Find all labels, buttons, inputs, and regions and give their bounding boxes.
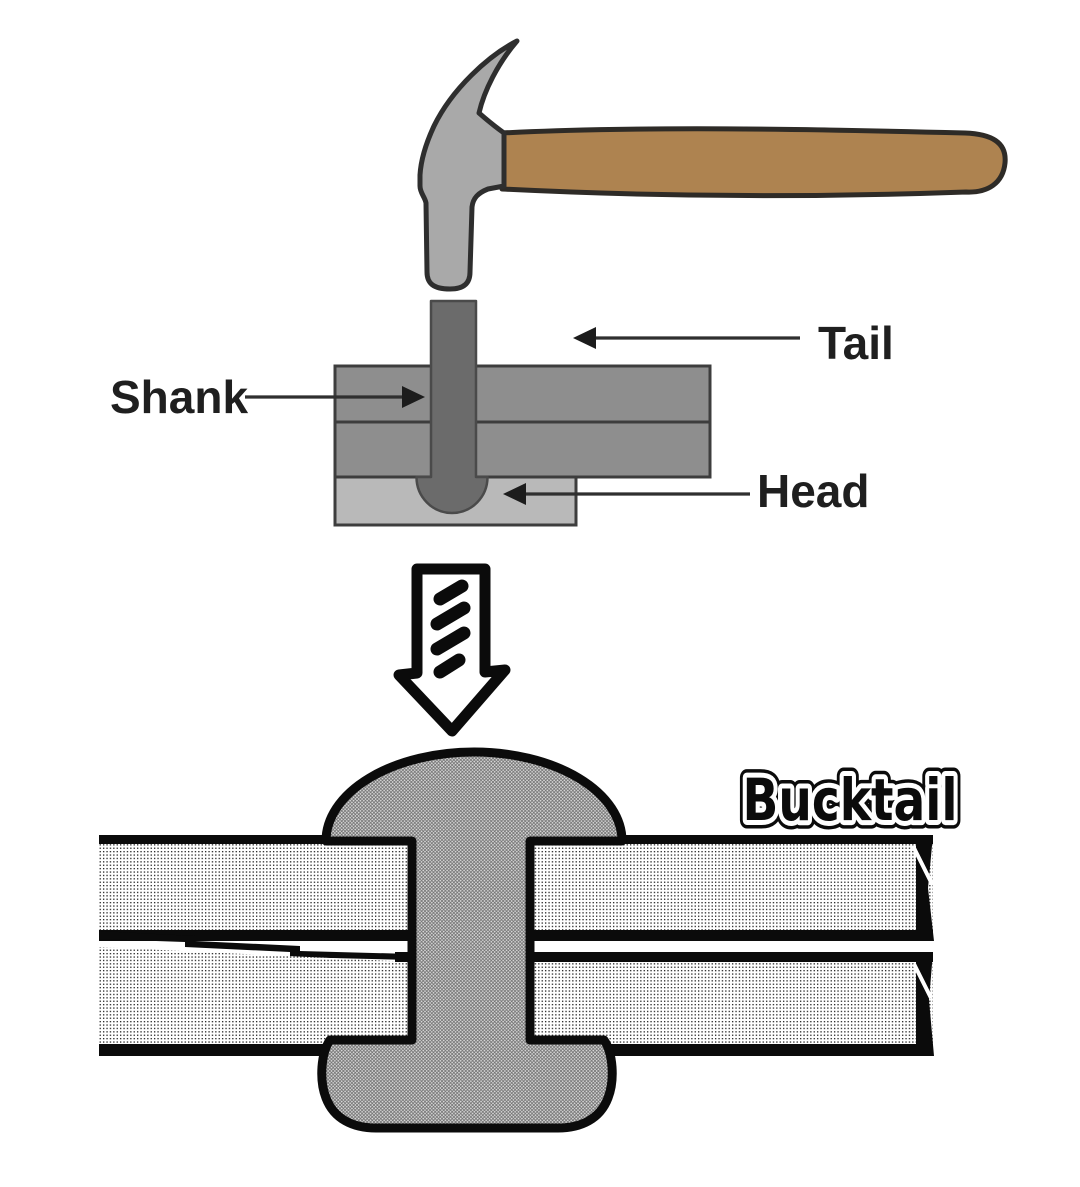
shank-arrowhead-icon (402, 386, 425, 408)
bucktail-label: Bucktail Bucktail Bucktail (734, 758, 966, 843)
before-riveting-diagram: Shank Tail Head (110, 38, 1008, 527)
head-arrowhead-icon (503, 483, 526, 505)
shank-label: Shank (110, 371, 248, 423)
svg-text:Bucktail: Bucktail (743, 766, 958, 834)
hammer-icon (417, 38, 520, 292)
svg-text:Bucktail: Bucktail (743, 766, 958, 834)
tail-arrowhead-icon (573, 327, 596, 349)
head-label: Head (757, 465, 869, 517)
svg-text:Bucktail: Bucktail (743, 766, 958, 834)
rivet (415, 299, 489, 515)
bucked-rivet (317, 747, 627, 1133)
thick-down-arrow-icon (393, 563, 511, 737)
after-riveting-diagram: Bucktail Bucktail Bucktail (99, 747, 966, 1133)
tail-label: Tail (818, 317, 894, 369)
bottom-plate-break-nick (912, 963, 933, 999)
hammer-handle (499, 126, 1008, 199)
plate-crack (99, 931, 412, 960)
arrow-hatch-marks (430, 579, 471, 679)
top-plate-break-nick (911, 845, 934, 885)
